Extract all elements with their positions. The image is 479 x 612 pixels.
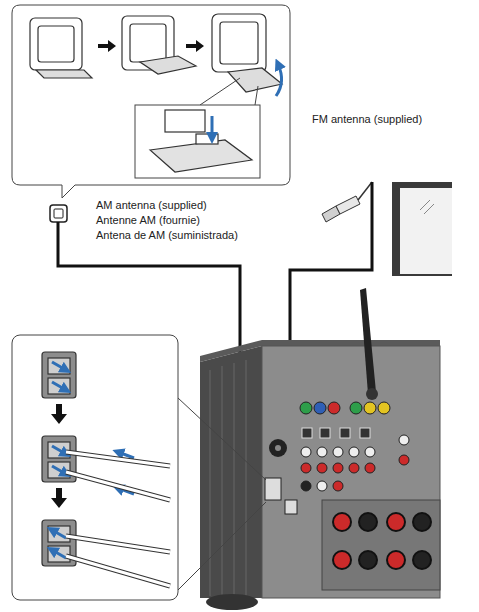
step-arrow — [51, 404, 67, 508]
speaker-cable — [66, 452, 170, 586]
av-receiver — [200, 288, 440, 610]
am-antenna-unfolding — [122, 16, 196, 74]
am-antenna-icon — [54, 209, 63, 218]
antenna-base-detail — [150, 110, 252, 172]
insert-arrow — [211, 116, 214, 138]
leader-line — [178, 502, 266, 590]
step-arrow — [186, 40, 204, 52]
callout-box — [12, 5, 290, 198]
rotate-arrow — [276, 64, 282, 96]
am-antenna-icon — [50, 205, 67, 222]
antenna-label: Antenne AM (fournie) — [96, 214, 200, 227]
step-arrow — [98, 40, 116, 52]
leader-line — [200, 78, 240, 105]
antenna-label: FM antenna (supplied) — [312, 113, 422, 126]
speaker-terminal — [42, 352, 76, 566]
fm-antenna-plug — [322, 182, 372, 222]
zoom-inset — [135, 105, 260, 178]
am-antenna-folded — [30, 18, 92, 78]
am-antenna-standing — [212, 14, 282, 92]
antenna-label: AM antenna (supplied) — [96, 199, 207, 212]
leader-line — [178, 398, 266, 480]
tv-set — [392, 182, 452, 276]
speaker-inset — [12, 335, 178, 600]
antenna-label: Antena de AM (suministrada) — [96, 229, 238, 242]
leader-line — [255, 86, 258, 105]
